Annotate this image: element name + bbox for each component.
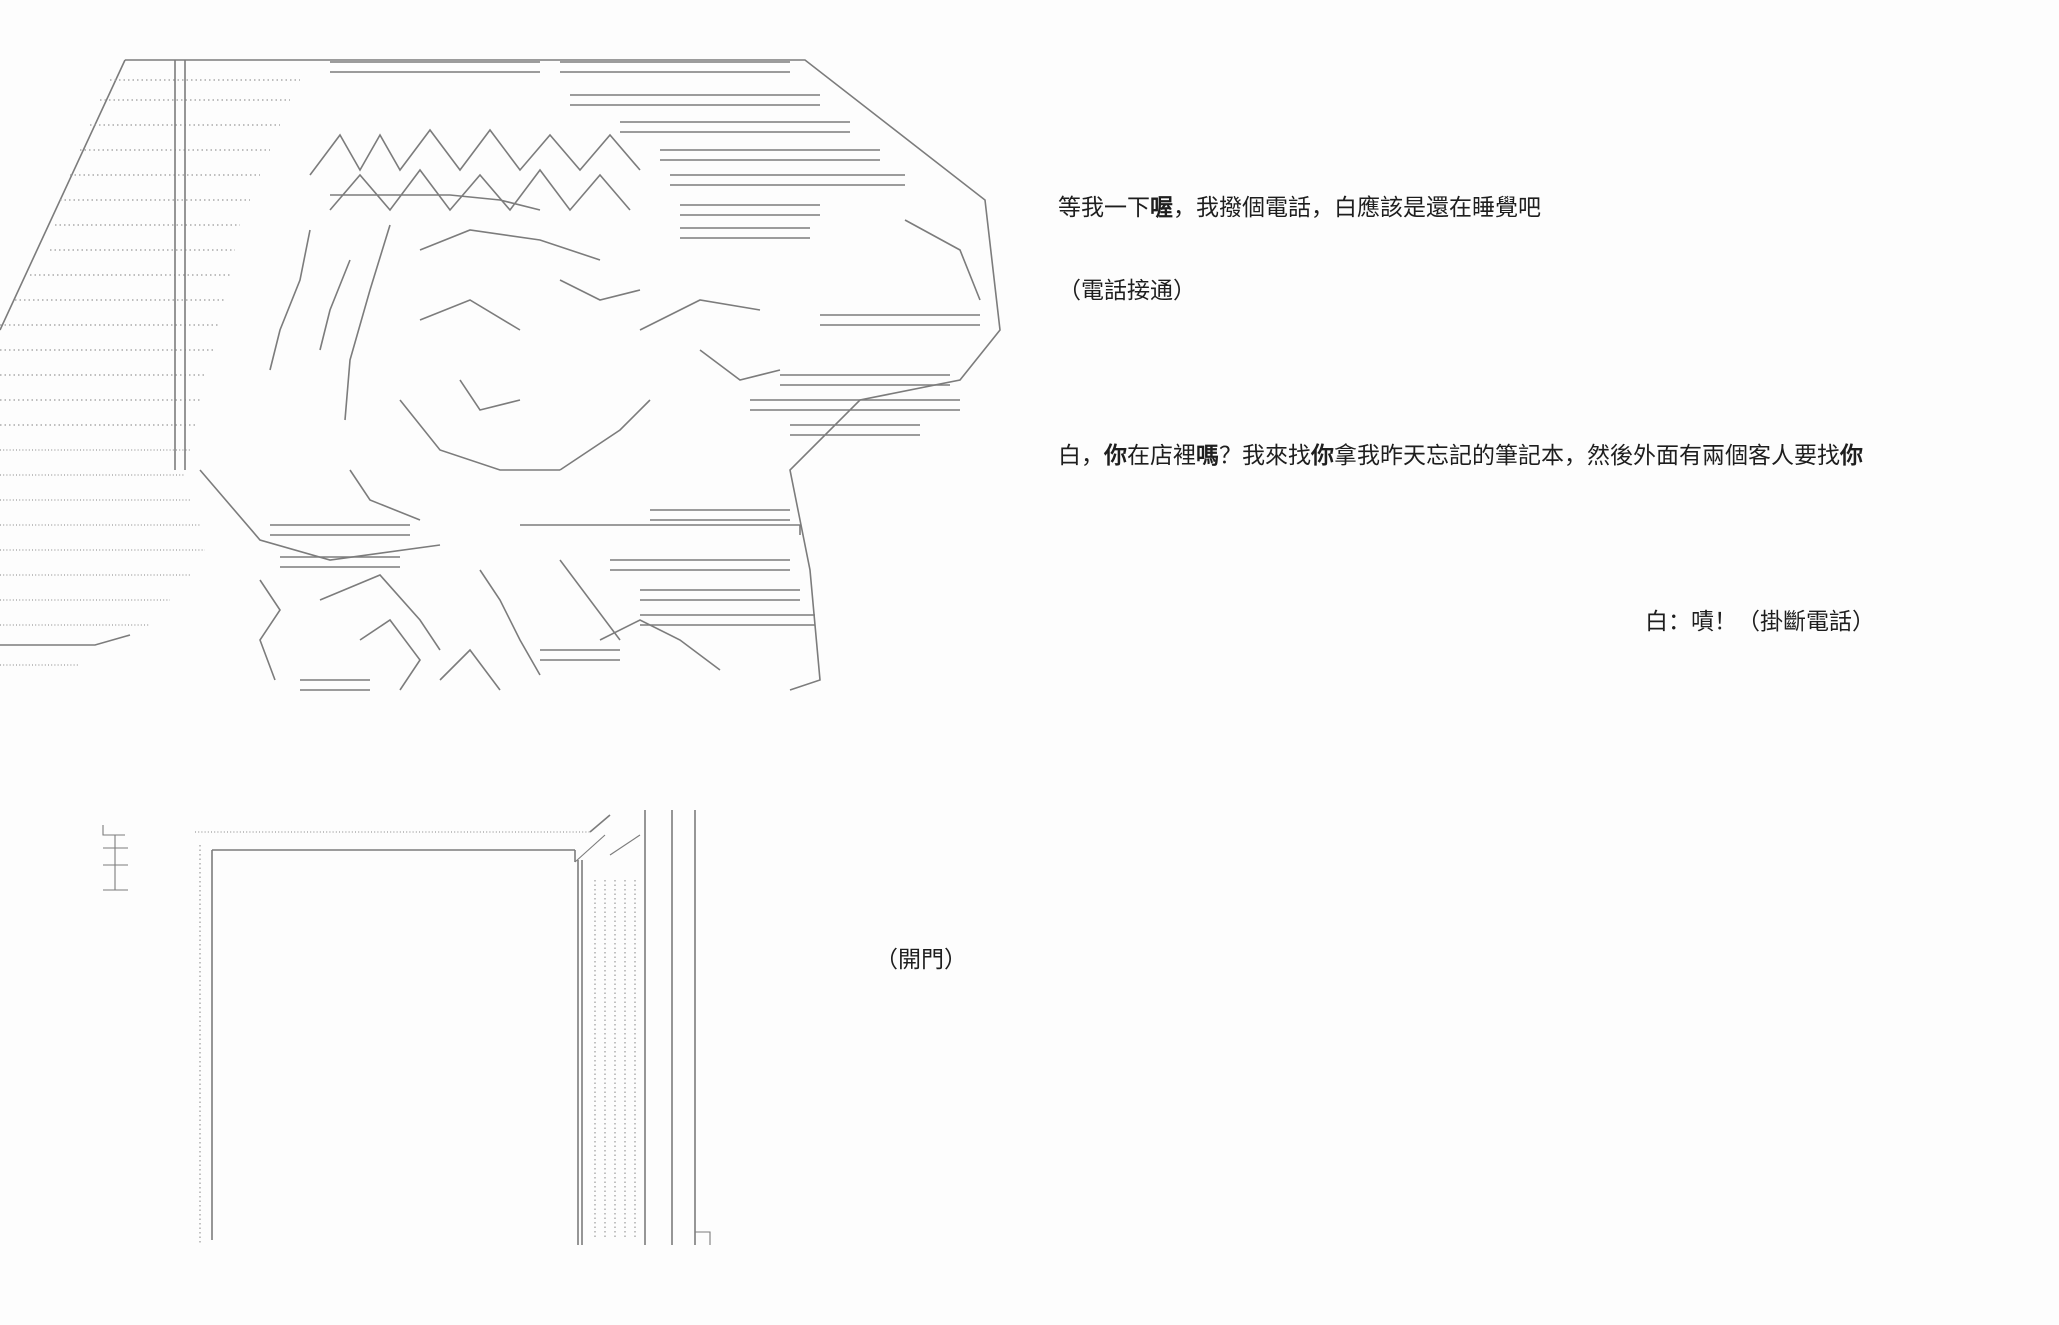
dialogue-text: 拿我昨天忘記的筆記本，然後外面有兩個客人要找 — [1334, 443, 1840, 469]
dialogue-text: ？我來找 — [1219, 443, 1311, 469]
dialogue-line-call-connected: （電話接通） — [1058, 276, 1196, 306]
dialogue-line-asking-bai: 白，你在店裡嗎？我來找你拿我昨天忘記的筆記本，然後外面有兩個客人要找你 — [1058, 441, 1863, 471]
dialogue-text: 白， — [1058, 443, 1104, 469]
dialogue-text-bold: 你 — [1104, 443, 1127, 469]
door-open-label: （開門） — [875, 947, 967, 973]
dialogue-text-bold: 你 — [1311, 443, 1334, 469]
dialogue-text: （電話接通） — [1058, 278, 1196, 304]
dialogue-text: 在店裡 — [1127, 443, 1196, 469]
door-art — [102, 810, 711, 1245]
dialogue-line-bai-hangs-up: 白：嘖！（掛斷電話） — [1645, 607, 1875, 637]
dialogue-text-bold: 你 — [1840, 443, 1863, 469]
dialogue-text: 等我一下 — [1058, 195, 1150, 221]
dialogue-text: ，我撥個電話，白應該是還在睡覺吧 — [1173, 195, 1541, 221]
dialogue-text: 白：嘖！（掛斷電話） — [1645, 609, 1875, 635]
character-art — [0, 59, 1001, 691]
dialogue-text-bold: 喔 — [1150, 195, 1173, 221]
dialogue-line-phone-call: 等我一下喔，我撥個電話，白應該是還在睡覺吧 — [1058, 193, 1541, 223]
dialogue-text-bold: 嗎 — [1196, 443, 1219, 469]
